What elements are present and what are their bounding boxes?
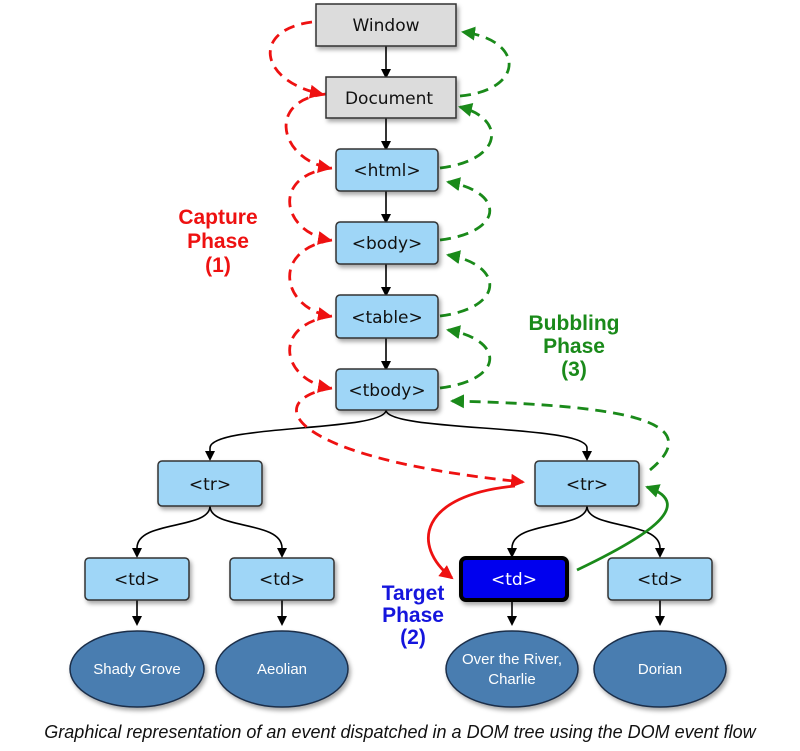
table-node[interactable] xyxy=(335,294,439,339)
td-target-node[interactable] xyxy=(459,556,569,602)
target-arrows xyxy=(427,484,669,580)
capture-line3: (1) xyxy=(205,254,231,277)
leaf-over-the-river[interactable] xyxy=(445,630,579,708)
tr-left-label: <tr> xyxy=(189,475,231,495)
target-line3: (2) xyxy=(400,626,426,649)
leaf-shady-grove[interactable] xyxy=(69,630,205,708)
td-1-label: <td> xyxy=(114,570,160,590)
bubbling-line1: Bubbling xyxy=(529,312,620,335)
window-label: Window xyxy=(352,16,419,36)
window-node[interactable] xyxy=(315,3,457,47)
leaf-aeolian[interactable] xyxy=(215,630,349,708)
bubbling-line2: Phase xyxy=(543,335,605,358)
bubbling-line3: (3) xyxy=(561,358,587,381)
target-line1: Target xyxy=(382,582,445,605)
figure-caption: Graphical representation of an event dis… xyxy=(44,722,756,742)
leaf-over-the-river-line1: Over the River, xyxy=(462,651,562,668)
td-target-label: <td> xyxy=(491,570,537,590)
document-label: Document xyxy=(345,89,433,109)
leaf-shady-grove-label: Shady Grove xyxy=(93,661,181,678)
leaf-dorian[interactable] xyxy=(593,630,727,708)
tree-edges xyxy=(132,46,665,626)
td-4-node[interactable] xyxy=(607,557,713,601)
tr-right-label: <tr> xyxy=(566,475,608,495)
table-label: <table> xyxy=(351,308,423,328)
html-label: <html> xyxy=(353,161,420,181)
bubbling-phase-label: Bubbling Phase (3) xyxy=(529,312,620,381)
capture-line1: Capture xyxy=(178,206,257,229)
capture-phase-label: Capture Phase (1) xyxy=(178,206,257,277)
leaf-dorian-label: Dorian xyxy=(638,661,682,678)
capture-line2: Phase xyxy=(187,230,249,253)
td-2-label: <td> xyxy=(259,570,305,590)
tr-left-node[interactable] xyxy=(157,460,263,507)
bubbling-arrows xyxy=(439,26,670,472)
html-node[interactable] xyxy=(335,148,439,192)
target-line2: Phase xyxy=(382,604,444,627)
td-2-node[interactable] xyxy=(229,557,335,601)
leaf-aeolian-label: Aeolian xyxy=(257,661,307,678)
body-node[interactable] xyxy=(335,221,439,265)
td-1-node[interactable] xyxy=(84,557,190,601)
tbody-node[interactable] xyxy=(335,368,439,411)
body-label: <body> xyxy=(352,234,423,254)
target-phase-label: Target Phase (2) xyxy=(382,582,445,649)
capture-arrows xyxy=(268,20,525,488)
document-node[interactable] xyxy=(325,76,457,119)
tr-right-node[interactable] xyxy=(534,460,640,507)
td-4-label: <td> xyxy=(637,570,683,590)
tbody-label: <tbody> xyxy=(348,381,425,401)
leaf-over-the-river-line2: Charlie xyxy=(488,671,536,688)
